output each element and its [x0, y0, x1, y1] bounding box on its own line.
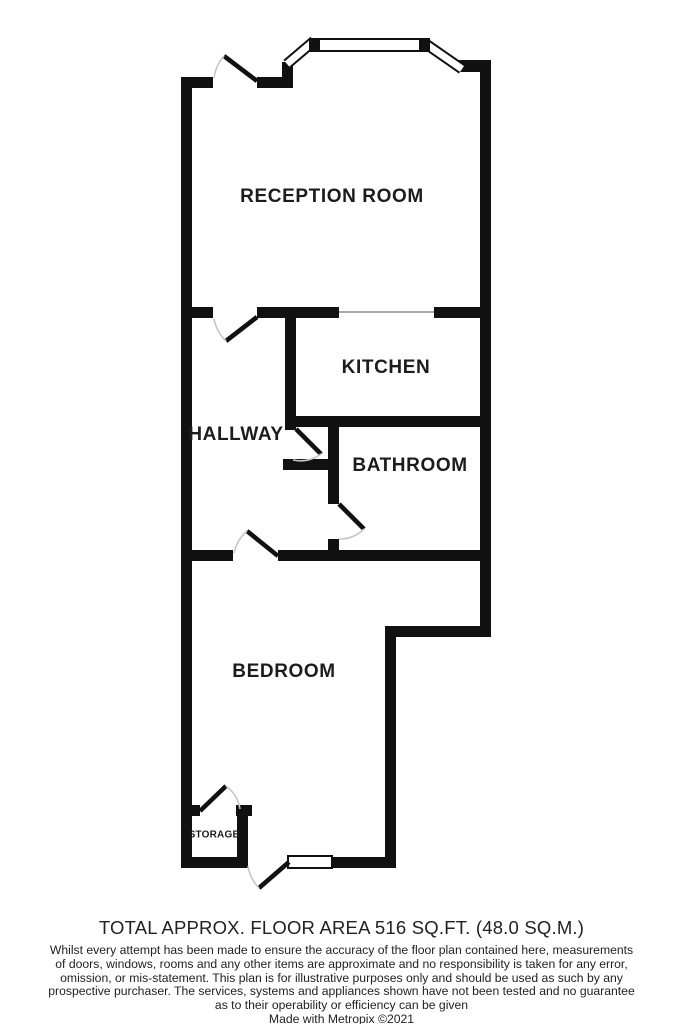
room-label-storage: STORAGE [188, 829, 240, 841]
bay-window [283, 36, 466, 74]
bedroom-window [287, 855, 333, 869]
bathroom-door [337, 502, 366, 540]
room-label-bedroom: BEDROOM [232, 661, 336, 682]
lobby-door [292, 427, 323, 462]
disclaimer-line-4: prospective purchaser. The services, sys… [48, 984, 635, 999]
bottom-entrance-door [247, 860, 291, 890]
footer-text-block: TOTAL APPROX. FLOOR AREA 516 SQ.FT. (48.… [0, 917, 683, 1024]
disclaimer-line-1: Whilst every attempt has been made to en… [49, 943, 634, 957]
reception-hallway-door [213, 315, 259, 343]
room-label-hallway: HALLWAY [188, 424, 284, 445]
hallway-bedroom-door [233, 529, 280, 558]
room-label-reception: RECEPTION ROOM [240, 186, 424, 207]
storage-door [198, 784, 241, 813]
reception-top-door [213, 54, 259, 83]
room-label-kitchen: KITCHEN [341, 357, 431, 378]
disclaimer-line-2: of doors, windows, rooms and any other i… [55, 956, 628, 971]
metropix-credit: Made with Metropix ©2021 [268, 1011, 415, 1024]
walls [181, 60, 491, 868]
floor-area-total: TOTAL APPROX. FLOOR AREA 516 SQ.FT. (48.… [98, 917, 585, 938]
room-label-bathroom: BATHROOM [352, 455, 468, 476]
disclaimer-line-5: as to their operability or efficiency ca… [214, 998, 469, 1013]
disclaimer-line-3: omission, or mis-statement. This plan is… [60, 970, 623, 985]
